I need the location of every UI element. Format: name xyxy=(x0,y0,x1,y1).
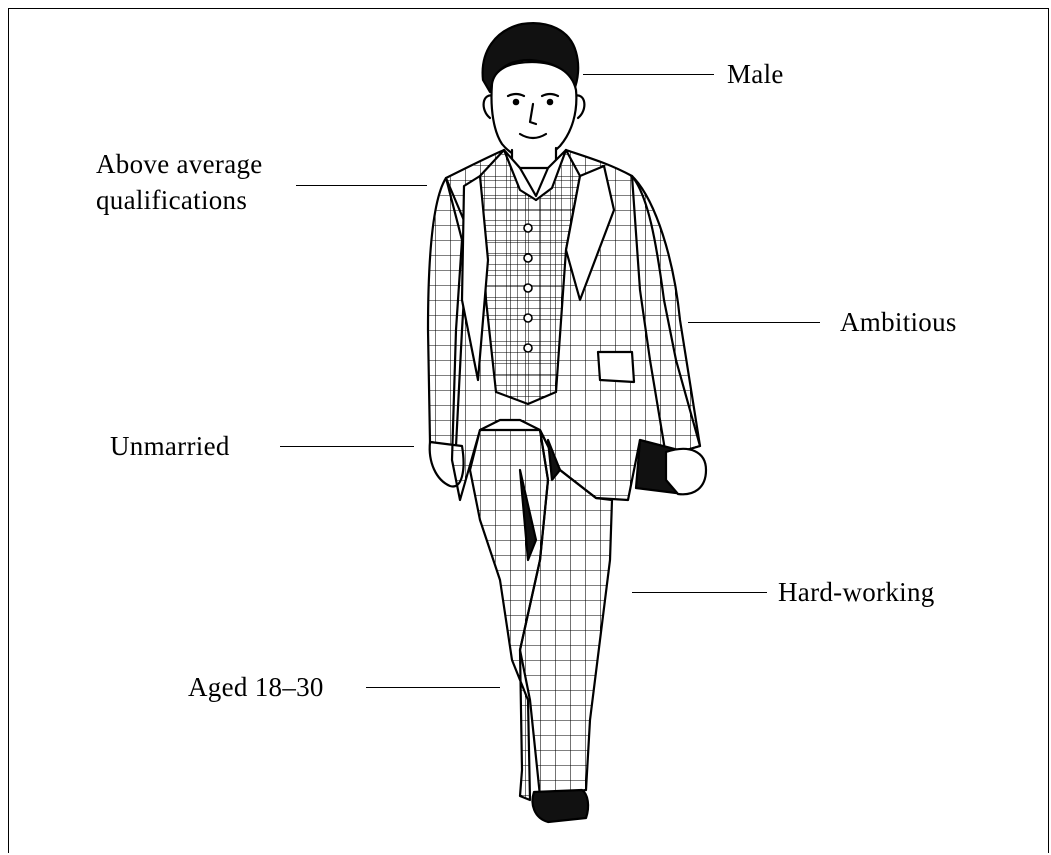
label-hard-working: Hard-working xyxy=(778,576,935,609)
leader-line-male xyxy=(583,74,714,75)
label-male: Male xyxy=(727,58,784,91)
face xyxy=(491,62,576,160)
leader-line-unmarried xyxy=(280,446,414,447)
label-ambitious: Ambitious xyxy=(840,306,957,339)
leader-line-aged xyxy=(366,687,500,688)
leader-line-qualifications xyxy=(296,185,427,186)
leader-line-ambitious xyxy=(688,322,820,323)
leader-line-hard-working xyxy=(632,592,767,593)
label-qualifications-line2: qualifications xyxy=(96,184,247,217)
shoe xyxy=(533,790,589,822)
label-unmarried: Unmarried xyxy=(110,430,230,463)
label-qualifications-line1: Above average xyxy=(96,148,263,181)
right-hand xyxy=(666,449,706,494)
label-aged: Aged 18–30 xyxy=(188,671,324,704)
